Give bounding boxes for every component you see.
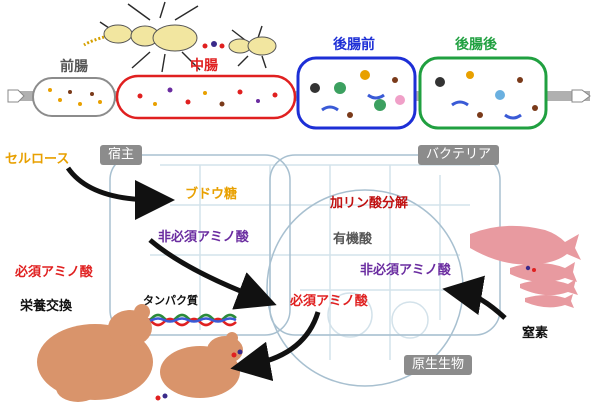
essential-aa-to-center-arrow — [148, 238, 277, 310]
foregut-label: 前腸 — [60, 59, 88, 75]
essential-aa-left-label: 必須アミノ酸 — [15, 265, 93, 280]
cellulose-label: セルロース — [5, 152, 70, 167]
nitrogen-to-protist-arrow — [442, 275, 507, 320]
midgut-label: 中腸 — [190, 58, 218, 74]
posterior-hindgut-section — [418, 56, 548, 130]
gut-particles — [48, 70, 538, 120]
bacteria-box-label: バクテリア — [418, 145, 500, 166]
gut-tube — [7, 56, 591, 130]
essential-aa-to-mammal-arrow — [230, 311, 321, 382]
posterior-hindgut-label: 後腸後 — [455, 37, 497, 53]
phosphorolysis-label: 加リン酸分解 — [330, 196, 409, 211]
organic-acid-label: 有機酸 — [333, 232, 373, 247]
nutrient-exchange-label: 栄養交換 — [20, 299, 73, 314]
essential-aa-center-label: 必須アミノ酸 — [290, 294, 368, 309]
protist-box-label: 原生生物 — [404, 355, 473, 376]
glucose-label: ブドウ糖 — [185, 187, 238, 202]
foregut-section — [32, 77, 116, 117]
fish-illustration — [470, 225, 581, 308]
anterior-hindgut-label: 後腸前 — [333, 37, 375, 53]
protein-label: タンパク質 — [143, 294, 198, 307]
nonessential-aa-host-label: 非必須アミノ酸 — [158, 230, 249, 245]
host-region — [109, 154, 291, 336]
flow-arrows — [65, 166, 507, 382]
nitrogen-label: 窒素 — [522, 326, 549, 341]
midgut-section — [115, 74, 297, 120]
nonessential-aa-bacteria-label: 非必須アミノ酸 — [360, 263, 451, 278]
termite-illustration — [83, 1, 277, 73]
anterior-hindgut-section — [296, 56, 417, 130]
host-box-label: 宿主 — [100, 145, 143, 166]
cellulose-to-glucose-arrow — [65, 166, 175, 220]
